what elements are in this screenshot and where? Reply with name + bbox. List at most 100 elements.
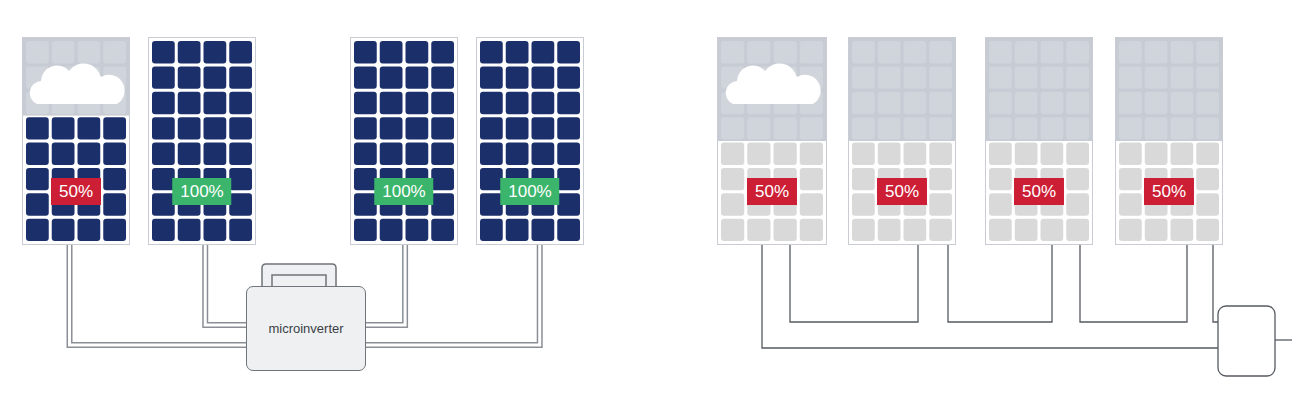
output-badge: 50%: [747, 178, 797, 205]
solar-cell: [406, 92, 429, 114]
solar-cell: [380, 92, 403, 114]
solar-cell: [1196, 168, 1219, 190]
solar-cell: [354, 92, 377, 114]
solar-panel: 50%: [848, 37, 956, 245]
solar-cell: [721, 143, 744, 165]
solar-cell: [532, 117, 555, 139]
solar-cell: [1145, 41, 1168, 63]
output-wire: [1275, 339, 1292, 340]
shaded-area: [718, 38, 826, 141]
solar-cell: [852, 193, 875, 215]
solar-cell: [1145, 219, 1168, 241]
string-wire: [1080, 245, 1187, 322]
solar-cell: [929, 143, 952, 165]
output-badge: 50%: [51, 178, 101, 205]
solar-cell: [178, 41, 201, 63]
solar-cell: [431, 66, 454, 88]
solar-cell: [1196, 219, 1219, 241]
solar-cell: [1171, 66, 1194, 88]
solar-cell: [1171, 117, 1194, 139]
solar-cell: [878, 92, 901, 114]
solar-cell: [532, 92, 555, 114]
solar-cell: [532, 41, 555, 63]
microinverter-box: microinverter: [246, 286, 366, 371]
solar-cell: [52, 117, 75, 139]
solar-cell: [800, 193, 823, 215]
solar-cell: [929, 41, 952, 63]
solar-panel: 100%: [350, 37, 458, 245]
solar-cell: [152, 66, 175, 88]
solar-cell: [1196, 117, 1219, 139]
solar-cell: [354, 143, 377, 165]
output-percent: 50%: [885, 182, 919, 201]
solar-cell: [989, 66, 1012, 88]
solar-cell: [929, 92, 952, 114]
solar-cell: [1119, 143, 1142, 165]
solar-cell: [431, 219, 454, 241]
solar-cell: [229, 143, 252, 165]
panel-wire: [366, 245, 405, 325]
string-wire: [762, 245, 1218, 348]
solar-cell: [431, 193, 454, 215]
solar-cell: [406, 143, 429, 165]
solar-cell: [52, 219, 75, 241]
solar-cell: [354, 117, 377, 139]
solar-cell: [878, 41, 901, 63]
solar-cell: [557, 92, 580, 114]
panel-wire: [70, 245, 246, 345]
solar-cell: [532, 143, 555, 165]
panel-cells: [1116, 38, 1222, 244]
solar-cell: [78, 143, 101, 165]
solar-cell: [406, 66, 429, 88]
solar-cell: [532, 219, 555, 241]
solar-cell: [78, 117, 101, 139]
solar-cell: [1119, 117, 1142, 139]
string-inverter: [1218, 306, 1275, 376]
solar-cell: [1145, 66, 1168, 88]
wire-inner: [70, 245, 246, 345]
solar-cell: [204, 117, 227, 139]
solar-panel: 50%: [1115, 37, 1223, 245]
output-badge: 50%: [1144, 178, 1194, 205]
solar-cell: [852, 92, 875, 114]
cloud: [30, 64, 125, 104]
wire-inner: [366, 245, 405, 325]
panel-cells: [149, 38, 255, 244]
solar-cell: [1015, 41, 1038, 63]
solar-cell: [480, 219, 503, 241]
solar-cell: [1066, 143, 1089, 165]
solar-cell: [506, 117, 529, 139]
solar-cell: [204, 92, 227, 114]
solar-cell: [52, 143, 75, 165]
solar-cell: [380, 41, 403, 63]
solar-cell: [1041, 219, 1064, 241]
solar-cell: [557, 117, 580, 139]
solar-cell: [721, 168, 744, 190]
solar-cell: [506, 143, 529, 165]
panel-wire: [366, 245, 540, 345]
solar-cell: [800, 41, 823, 63]
solar-cell: [1119, 219, 1142, 241]
solar-cell: [904, 41, 927, 63]
solar-cell: [480, 117, 503, 139]
solar-cell: [1041, 41, 1064, 63]
solar-panel: 50%: [717, 37, 827, 245]
output-percent: 50%: [59, 182, 93, 201]
solar-cell: [1066, 168, 1089, 190]
solar-cell: [774, 219, 797, 241]
solar-cell: [1066, 219, 1089, 241]
solar-cell: [1145, 117, 1168, 139]
solar-cell: [1041, 143, 1064, 165]
solar-cell: [878, 66, 901, 88]
solar-cell: [229, 66, 252, 88]
panel-cells: [718, 38, 826, 244]
solar-cell: [406, 219, 429, 241]
solar-cell: [1015, 117, 1038, 139]
solar-cell: [406, 117, 429, 139]
solar-panel: 100%: [476, 37, 584, 245]
solar-cell: [989, 193, 1012, 215]
solar-cell: [774, 117, 797, 139]
solar-cell: [1119, 168, 1142, 190]
output-percent: 50%: [1022, 182, 1056, 201]
solar-cell: [1041, 92, 1064, 114]
